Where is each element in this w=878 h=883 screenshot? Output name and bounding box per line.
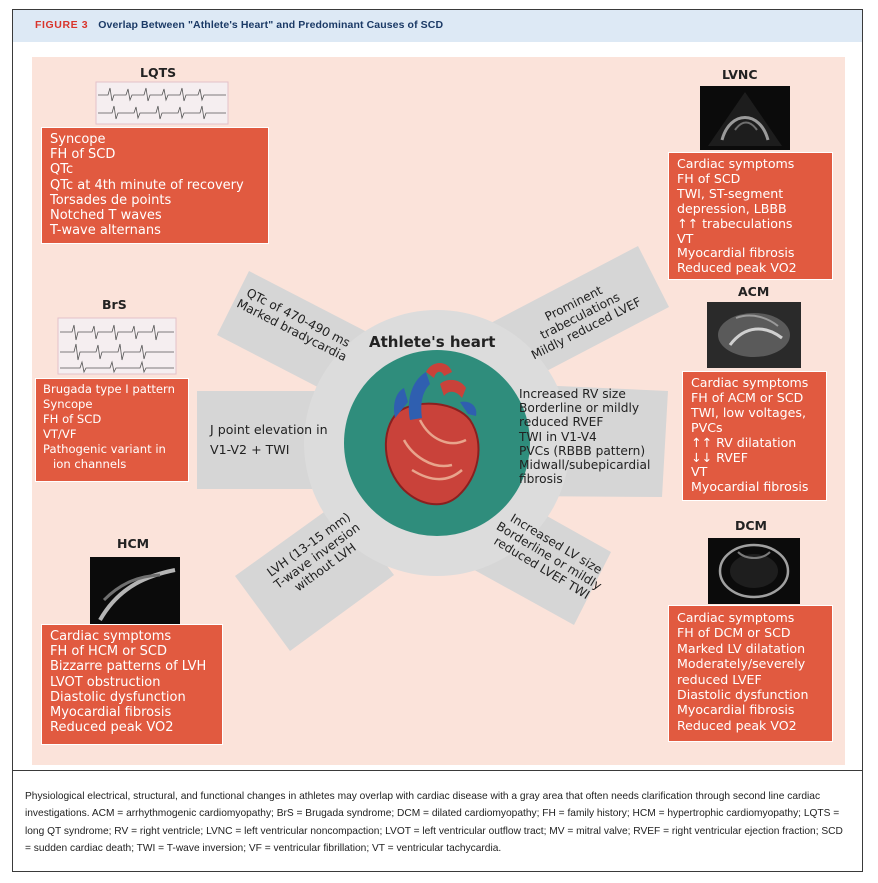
dcm-item: Marked LV dilatation [677,640,806,656]
hcm-item: LVOT obstruction [50,674,161,690]
figure-caption: Physiological electrical, structural, an… [25,791,843,854]
athletes-heart-features: Increased RV size Borderline or mildly r… [519,387,650,486]
lqts-criteria-box: Syncope FH of SCD QTc QTc at 4th minute … [41,127,269,244]
hcm-item: Bizzarre patterns of LVH [50,659,207,675]
hcm-item: Diastolic dysfunction [50,689,186,705]
lvnc-item: TWI, ST-segment [677,185,784,201]
dcm-title: DCM [735,518,767,533]
brs-criteria-box: Brugada type I pattern Syncope FH of SCD… [35,378,189,482]
brs-item: FH of SCD [43,412,102,426]
figure-header: FIGURE 3 Overlap Between "Athlete's Heart… [13,10,862,42]
lqts-item: Torsades de points [50,192,172,208]
brs-item: VT/VF [43,427,77,441]
acm-item: Myocardial fibrosis [691,479,809,495]
lvnc-echo-image [700,86,790,150]
caption-divider [13,770,862,771]
hcm-criteria-box: Cardiac symptoms FH of HCM or SCD Bizzar… [41,624,223,745]
brs-item: Brugada type I pattern [43,382,175,396]
heart-illustration [385,363,480,506]
acm-item: ↑↑ RV dilatation [691,434,797,450]
lvnc-item: Myocardial fibrosis [677,245,795,261]
lqts-item: QTc at 4th minute of recovery [50,177,244,193]
acm-item: FH of ACM or SCD [691,389,804,405]
athletes-heart-title: Athlete's heart [369,333,496,351]
lqts-title: LQTS [140,65,177,80]
lqts-item: Notched T waves [50,208,162,224]
dcm-item: Moderately/severely [677,656,806,672]
brs-arm-text: J point elevation in V1-V2 + TWI [210,420,328,460]
hcm-title: HCM [117,536,150,551]
dcm-item: Myocardial fibrosis [677,702,795,718]
dcm-criteria-box: Cardiac symptoms FH of DCM or SCD Marked… [668,605,833,742]
brs-ecg-image [57,317,177,375]
arm-line: J point elevation in [210,422,328,437]
acm-item: TWI, low voltages, [691,404,806,420]
dcm-item: FH of DCM or SCD [677,625,791,641]
feature-item: Borderline or mildly [519,401,640,416]
brs-item: ion channels [53,457,127,471]
brs-item: Pathogenic variant in [43,442,166,456]
acm-item: Cardiac symptoms [691,375,809,390]
lqts-item: QTc [50,162,74,178]
acm-title: ACM [738,284,770,299]
figure-title: Overlap Between "Athlete's Heart" and Pr… [98,19,444,31]
lvnc-item: Reduced peak VO2 [677,260,797,276]
lvnc-item: FH of SCD [677,170,741,186]
hcm-item: Myocardial fibrosis [50,705,172,721]
lqts-ecg-image [95,81,229,125]
figure-label: FIGURE 3 [35,19,89,31]
lvnc-title: LVNC [722,67,758,82]
lvnc-item: depression, LBBB [677,200,787,216]
brs-title: BrS [102,297,127,312]
lqts-item: T-wave alternans [50,223,161,239]
brs-item: Syncope [43,397,93,411]
dcm-item: reduced LVEF [677,671,762,687]
lvnc-item: Cardiac symptoms [677,156,795,171]
feature-item: PVCs (RBBB pattern) [519,443,646,458]
arm-line: V1-V2 + TWI [210,442,290,457]
dcm-item: Diastolic dysfunction [677,687,809,703]
acm-criteria-box: Cardiac symptoms FH of ACM or SCD TWI, l… [682,371,827,501]
dcm-echo-image [708,538,800,604]
lqts-item: FH of SCD [50,147,116,163]
feature-item: reduced RVEF [519,415,604,430]
acm-mri-image [707,302,801,368]
feature-item: fibrosis [519,472,563,487]
feature-item: TWI in V1-V4 [519,429,597,444]
feature-item: Increased RV size [519,387,626,401]
lvnc-item: ↑↑ trabeculations [677,215,793,231]
lqts-item: Syncope [50,132,106,147]
hcm-item: Reduced peak VO2 [50,720,174,736]
acm-item: VT [691,464,708,480]
dcm-item: Reduced peak VO2 [677,717,797,733]
acm-item: PVCs [691,419,723,435]
dcm-item: Cardiac symptoms [677,610,795,625]
hcm-item: FH of HCM or SCD [50,644,168,660]
feature-item: Midwall/subepicardial [519,458,651,473]
hcm-item: Cardiac symptoms [50,629,172,644]
hcm-echo-image [90,557,180,625]
lvnc-criteria-box: Cardiac symptoms FH of SCD TWI, ST-segme… [668,152,833,280]
lvnc-item: VT [677,230,694,246]
acm-item: ↓↓ RVEF [691,449,748,465]
